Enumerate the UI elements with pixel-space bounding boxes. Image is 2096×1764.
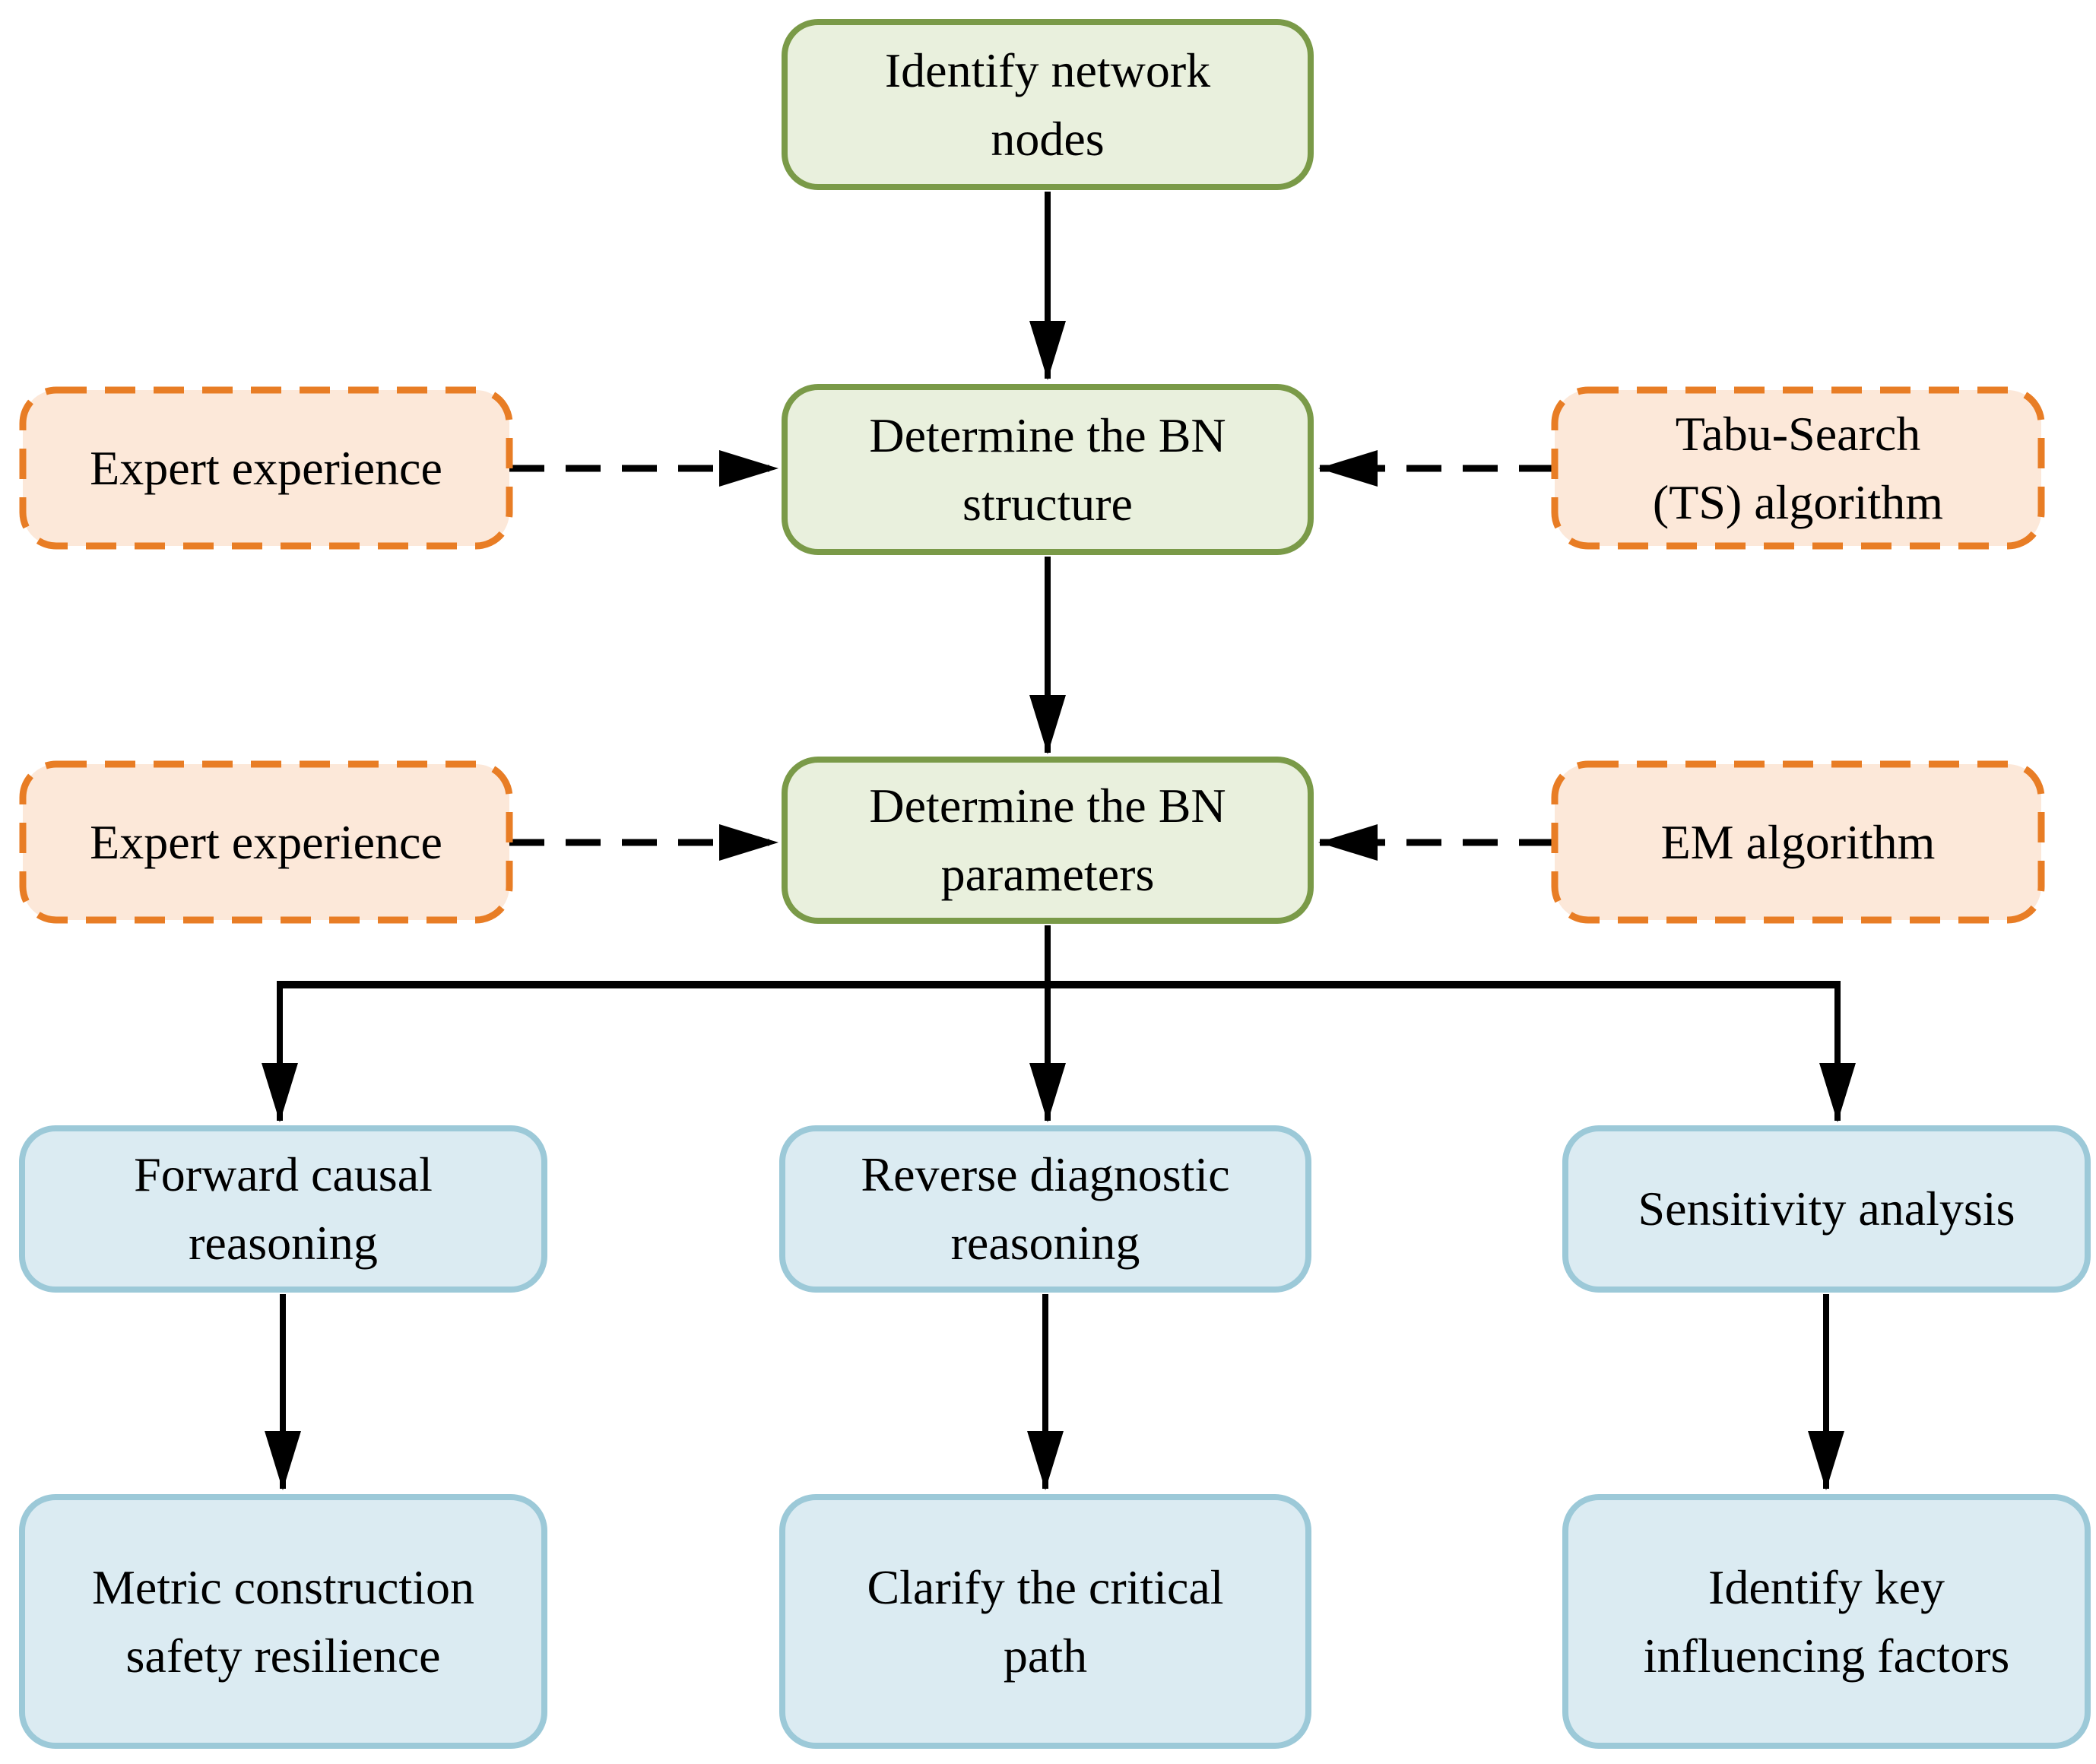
node-label-line: Determine the BN [869, 408, 1226, 462]
node-expert-experience-structure: Expert experience [19, 386, 513, 550]
node-label-line: reasoning [950, 1216, 1140, 1270]
node-determine-bn-parameters: Determine the BN parameters [782, 757, 1314, 924]
node-expert-experience-parameters: Expert experience [19, 760, 513, 924]
node-label-line: Identify network [884, 43, 1211, 97]
node-identify-network-nodes: Identify network nodes [782, 19, 1314, 190]
dashed-border [1551, 386, 2045, 550]
node-label-line: nodes [991, 111, 1105, 166]
node-label-line: safety resilience [125, 1628, 441, 1683]
node-identify-key-influencing-factors: Identify key influencing factors [1562, 1494, 2091, 1749]
node-label-line: Metric construction [92, 1559, 474, 1614]
node-determine-bn-structure: Determine the BN structure [782, 384, 1314, 555]
node-label-line: Determine the BN [869, 779, 1226, 833]
node-label-line: influencing factors [1643, 1628, 2010, 1683]
node-label-line: (TS) algorithm [1652, 474, 1944, 529]
node-label-line: Sensitivity analysis [1638, 1182, 2015, 1236]
node-label-line: Expert experience [90, 814, 442, 869]
node-reverse-diagnostic-reasoning: Reverse diagnostic reasoning [779, 1125, 1311, 1293]
node-label-line: parameters [940, 847, 1155, 901]
node-clarify-the-critical-path: Clarify the critical path [779, 1494, 1311, 1749]
node-label-line: Tabu-Search [1675, 406, 1921, 461]
node-forward-causal-reasoning: Forward causal reasoning [19, 1125, 547, 1293]
node-label-line: Forward causal [134, 1147, 433, 1202]
node-label-line: structure [962, 476, 1133, 531]
node-em-algorithm: EM algorithm [1551, 760, 2045, 924]
node-label-line: EM algorithm [1660, 814, 1936, 869]
node-label-line: Expert experience [90, 440, 442, 495]
dashed-border [19, 386, 513, 550]
dashed-border [1551, 760, 2045, 924]
node-label-line: path [1003, 1628, 1088, 1683]
dashed-border [19, 760, 513, 924]
node-sensitivity-analysis: Sensitivity analysis [1562, 1125, 2091, 1293]
node-label-line: Reverse diagnostic [861, 1147, 1230, 1202]
node-label-line: Identify key [1708, 1559, 1945, 1614]
node-tabu-search-algorithm: Tabu-Search (TS) algorithm [1551, 386, 2045, 550]
node-label-line: reasoning [189, 1216, 378, 1270]
node-metric-construction-safety-resilience: Metric construction safety resilience [19, 1494, 547, 1749]
node-label-line: Clarify the critical [867, 1559, 1224, 1614]
